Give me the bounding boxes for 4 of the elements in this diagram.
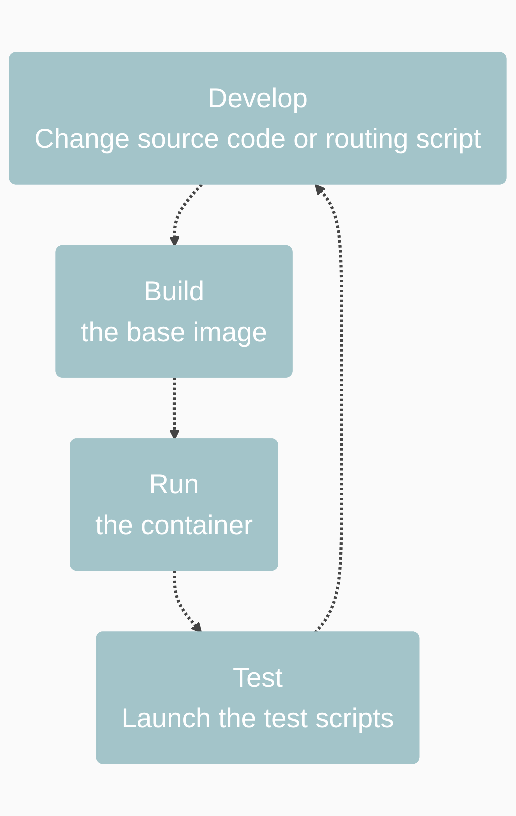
arrow [169,378,180,440]
arrow [169,183,203,247]
arrow [173,570,202,634]
arrow [314,184,344,634]
